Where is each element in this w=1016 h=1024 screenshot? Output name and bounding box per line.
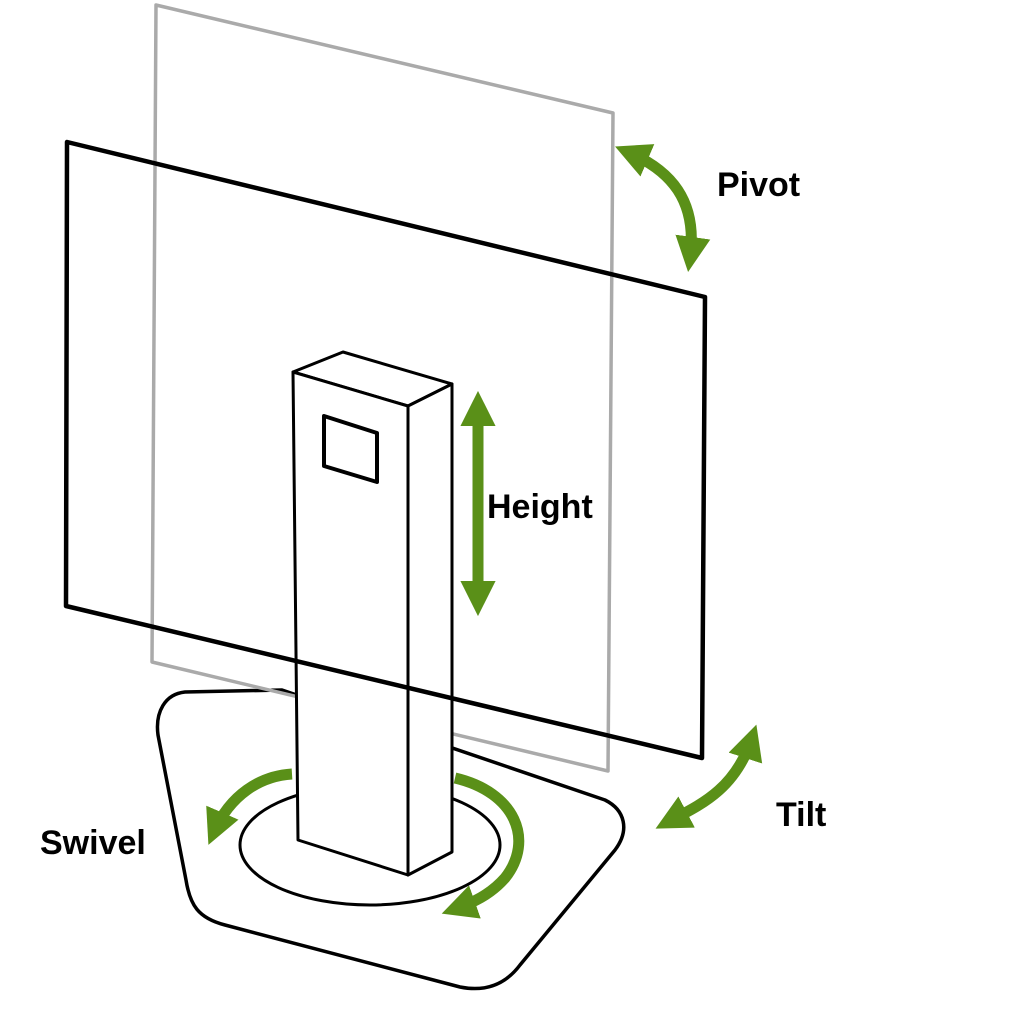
- swivel-arrow-right: [441, 772, 525, 919]
- pivot-label: Pivot: [717, 166, 801, 204]
- height-label: Height: [487, 488, 593, 526]
- pivot-arrow: [615, 144, 711, 272]
- stand-column: [291, 350, 454, 877]
- swivel-arrow-left: [206, 768, 293, 845]
- ghost-rotated-screen: [150, 3, 615, 773]
- tilt-arrow: [655, 724, 763, 829]
- stand-cable-window: [322, 414, 379, 484]
- tilt-label: Tilt: [776, 796, 827, 834]
- swivel-label: Swivel: [40, 824, 146, 862]
